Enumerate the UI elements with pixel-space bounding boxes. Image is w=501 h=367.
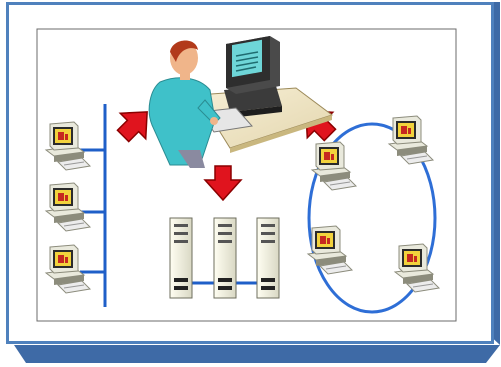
ring-client-2 <box>387 115 435 165</box>
diagram-panel <box>36 28 457 322</box>
server-tower-icon <box>256 217 280 299</box>
server-tower-icon <box>169 217 193 299</box>
desktop-computer-icon <box>310 141 358 191</box>
desktop-computer-icon <box>393 243 441 293</box>
server-group <box>169 217 280 299</box>
arrow-down <box>203 165 243 202</box>
ring-network <box>307 122 437 314</box>
client-computers <box>44 115 441 294</box>
person-at-workstation-icon <box>148 40 221 168</box>
server-tower-icon <box>213 217 237 299</box>
frame-shadow-bottom <box>14 345 500 363</box>
desktop-computer-icon <box>306 225 354 275</box>
desktop-computer-icon <box>44 121 92 171</box>
red-arrow-icon <box>203 165 243 202</box>
desktop-computer-icon <box>44 244 92 294</box>
desktop-computer-icon <box>387 115 435 165</box>
red-arrow-icon <box>116 111 148 143</box>
desk-edge <box>230 115 332 153</box>
ring-client-3 <box>306 225 354 275</box>
operator-workstation <box>148 36 334 168</box>
bus-topology <box>80 104 107 307</box>
bus-client-3 <box>44 244 92 294</box>
bus-client-2 <box>44 182 92 232</box>
arrow-left <box>116 111 148 143</box>
bus-client-1 <box>44 121 92 171</box>
ring-client-1 <box>310 141 358 191</box>
desktop-computer-icon <box>226 36 280 94</box>
ring-client-4 <box>393 243 441 293</box>
desktop-computer-icon <box>44 182 92 232</box>
